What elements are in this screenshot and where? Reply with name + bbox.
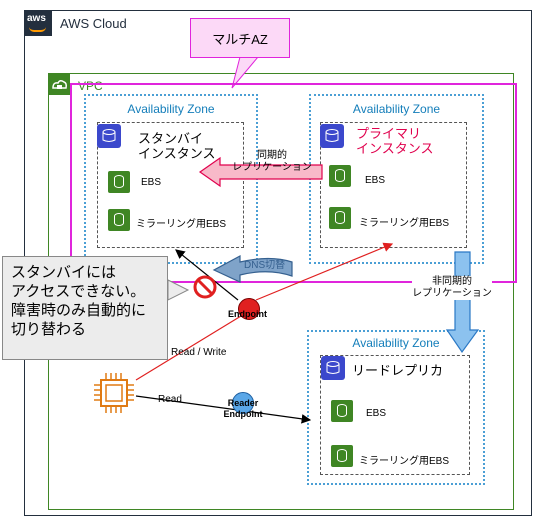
ec2-chip-icon <box>92 371 136 415</box>
ebs-volume-icon <box>108 171 130 193</box>
rds-instance-icon <box>320 124 344 148</box>
reader-endpoint-icon <box>232 392 254 414</box>
async-replication-label: 非同期的 レプリケーション <box>412 276 492 300</box>
ebs-volume-icon <box>329 165 351 187</box>
az-read-replica: Availability Zone <box>307 330 485 485</box>
read-replica-label: リードレプリカ <box>352 363 444 378</box>
dns-switch-label: DNS切替 <box>244 260 286 271</box>
primary-instance-label: プライマリ インスタンス <box>356 126 434 156</box>
read-ebs-label: EBS <box>366 408 387 419</box>
ebs-volume-icon <box>108 209 130 231</box>
rds-instance-icon <box>97 124 121 148</box>
multi-az-boundary <box>70 83 517 283</box>
az-primary-title: Availability Zone <box>352 102 441 116</box>
read-replica-box <box>320 355 470 475</box>
read-mirror-ebs-label: ミラーリング用EBS <box>359 456 450 467</box>
endpoint-label: Endpoint <box>228 309 267 319</box>
vpc-icon <box>48 73 70 95</box>
vpc-label: VPC <box>78 79 103 93</box>
primary-instance-box <box>320 122 467 248</box>
az-standby-title: Availability Zone <box>127 102 215 116</box>
read-label: Read <box>158 394 182 405</box>
no-access-icon <box>192 274 218 300</box>
aws-cloud-label: AWS Cloud <box>60 16 127 31</box>
standby-ebs-label: EBS <box>141 177 162 188</box>
standby-callout: スタンバイには アクセスできない。 障害時のみ自動的に 切り替わる <box>2 256 168 360</box>
ebs-volume-icon <box>331 400 353 422</box>
az-read-title: Availability Zone <box>352 336 440 350</box>
primary-mirror-ebs-label: ミラーリング用EBS <box>359 218 450 229</box>
ebs-volume-icon <box>329 207 351 229</box>
rds-instance-icon <box>321 356 345 380</box>
sync-replication-label: 同期的 レプリケーション <box>232 150 312 173</box>
standby-instance-box <box>97 122 244 248</box>
endpoint-icon <box>238 298 260 320</box>
primary-ebs-label: EBS <box>365 175 386 186</box>
aws-logo: aws <box>24 10 52 36</box>
multi-az-label: マルチAZ <box>190 18 290 58</box>
reader-endpoint-label: Reader Endpoint <box>223 398 263 419</box>
standby-instance-label: スタンバイ インスタンス <box>138 131 216 161</box>
standby-mirror-ebs-label: ミラーリング用EBS <box>136 219 227 230</box>
ebs-volume-icon <box>331 445 353 467</box>
read-write-label: Read / Write <box>171 347 227 358</box>
